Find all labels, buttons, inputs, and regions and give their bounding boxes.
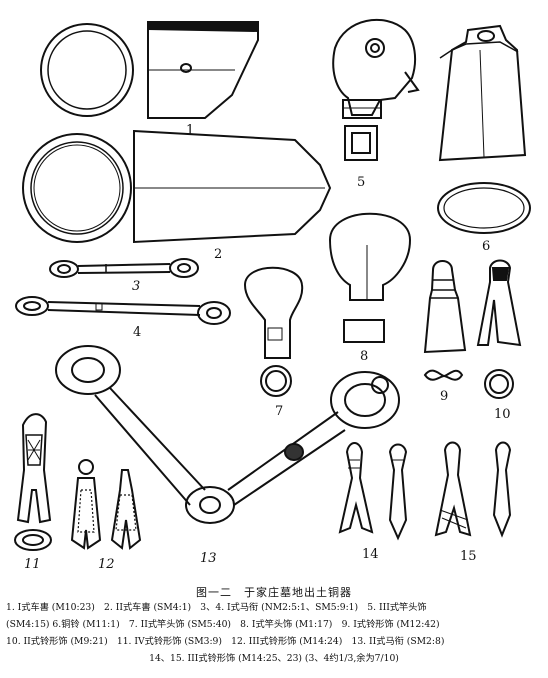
figure-number-3: 3 <box>132 279 141 294</box>
figure-number-13: 13 <box>200 551 217 566</box>
figure-number-7: 7 <box>275 404 284 419</box>
figure-number-15: 15 <box>460 549 477 564</box>
bronze-artifacts-plate <box>14 18 531 551</box>
artifact-9-bell-ornament <box>423 260 467 381</box>
caption-line-1: 1. I式车軎 (M10:23) 2. II式车軎 (SM4:1) 3、4. I… <box>6 602 427 613</box>
artifact-13-horse-bit <box>55 345 400 524</box>
artifact-5-finial <box>332 18 420 161</box>
artifact-8-finial <box>328 212 412 343</box>
figure-number-6: 6 <box>482 239 491 254</box>
figure-number-1: 1 <box>186 123 195 138</box>
caption-title: 图一二 于家庄墓地出土铜器 <box>196 586 352 599</box>
artifact-6-bell <box>437 24 531 234</box>
figure-number-12: 12 <box>98 557 115 572</box>
artifact-14-bell-ornament <box>338 442 408 541</box>
figure-number-2: 2 <box>214 247 223 262</box>
caption-line-2: (SM4:15) 6.铜铃 (M11:1) 7. II式竿头饰 (SM5:40)… <box>6 619 440 630</box>
artifact-1-axle-cap <box>40 21 259 119</box>
figure-number-9: 9 <box>440 389 449 404</box>
artifact-7-finial <box>243 266 304 397</box>
figure-number-5: 5 <box>357 175 366 190</box>
figure-number-14: 14 <box>362 547 379 562</box>
artifact-15-bell-ornament <box>434 441 512 538</box>
figure-number-4: 4 <box>133 325 142 340</box>
figure-caption: 图一二 于家庄墓地出土铜器 1. I式车軎 (M10:23) 2. II式车軎 … <box>0 582 548 678</box>
artifact-11-bell-ornament <box>14 413 52 551</box>
artifact-2-axle-cap <box>22 129 332 244</box>
artifact-10-bell-ornament <box>476 259 522 399</box>
figure-number-10: 10 <box>494 407 511 422</box>
caption-line-3: 10. II式铃形饰 (M9:21) 11. IV式铃形饰 (SM3:9) 12… <box>6 636 445 647</box>
artifact-12-bell-ornament <box>70 459 142 550</box>
caption-line-4: 14、15. III式铃形饰 (M14:25、23) (3、4约1/3,余为7/… <box>149 653 399 664</box>
artifact-4-horse-bit <box>15 296 231 325</box>
artifact-3-horse-bit <box>49 258 199 278</box>
figure-number-11: 11 <box>24 557 41 572</box>
figure-number-8: 8 <box>360 349 369 364</box>
